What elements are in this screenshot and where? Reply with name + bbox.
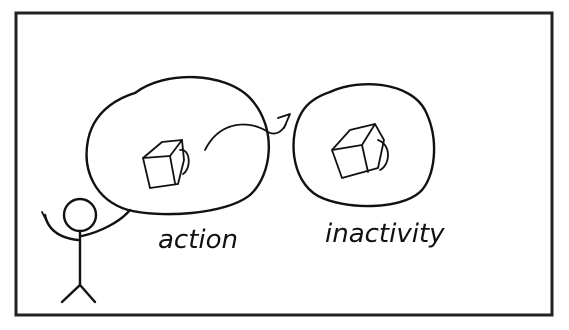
- inactivity-circle: [294, 84, 435, 206]
- inactivity-cube-icon: [332, 124, 388, 178]
- label-action: action: [158, 225, 238, 255]
- frame-border: [16, 13, 552, 315]
- arrow-head-icon: [278, 114, 290, 128]
- action-cube-icon: [143, 140, 189, 188]
- stick-figure-icon: [42, 199, 130, 302]
- label-inactivity: inactivity: [325, 219, 445, 249]
- connector-arrow: [205, 124, 286, 150]
